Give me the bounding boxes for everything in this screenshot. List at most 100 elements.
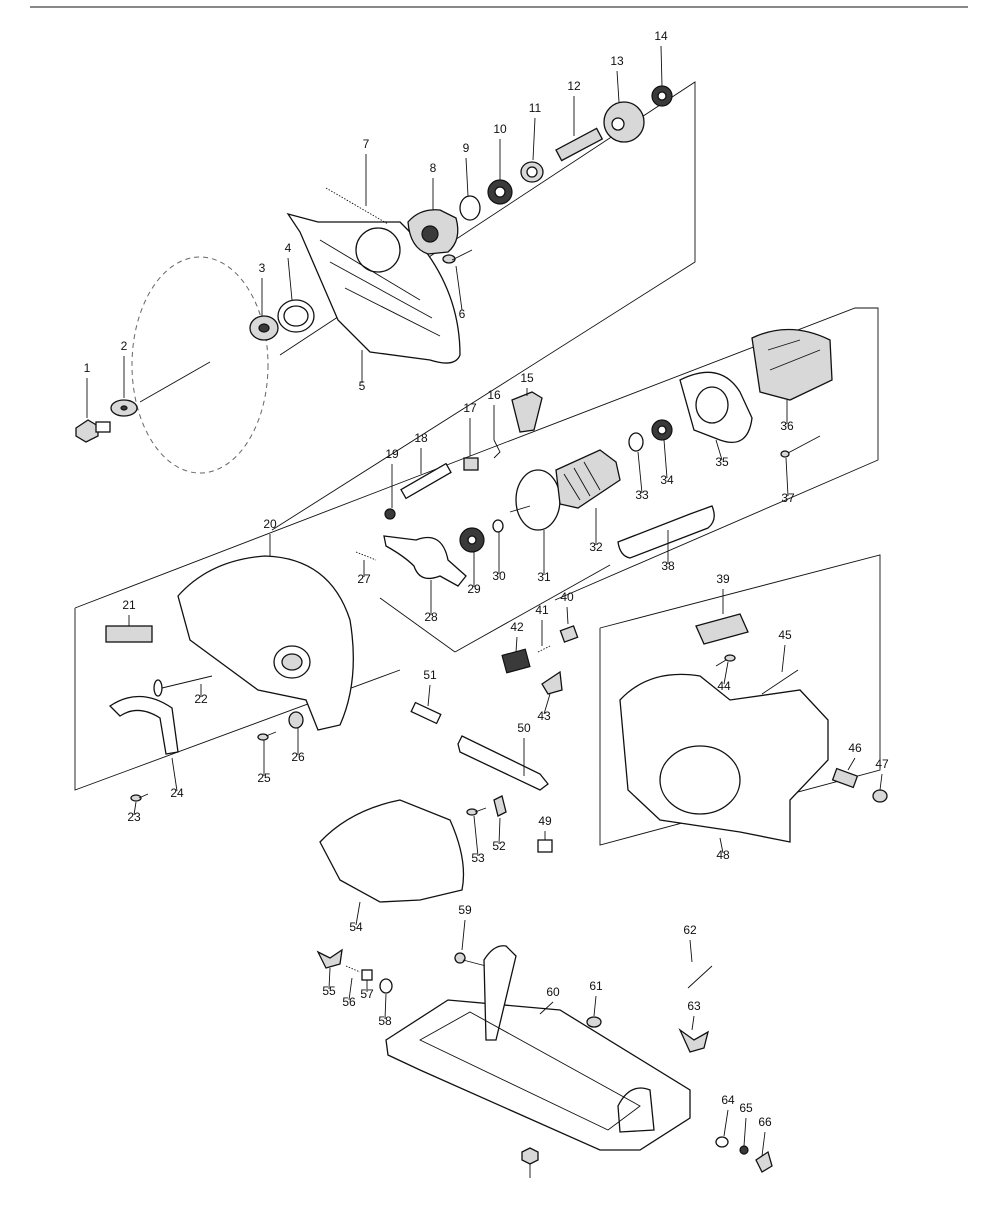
leader-line-64 [723, 1109, 729, 1137]
part-48-motor-housing [619, 673, 829, 843]
part-number-label: 46 [848, 741, 862, 755]
part-number-label: 37 [781, 491, 795, 505]
part-number-label: 59 [458, 903, 472, 917]
part-42-switch [501, 648, 531, 674]
leader-line-60 [539, 1001, 554, 1015]
leader-line-48 [719, 837, 724, 854]
part-44-screw [715, 654, 736, 667]
leader-line-4 [287, 257, 293, 301]
part-34-bearing [651, 419, 673, 441]
leader-line-46 [847, 757, 856, 771]
part-number-label: 22 [194, 692, 208, 706]
part-26-collar [288, 711, 304, 729]
leader-line-14 [660, 45, 663, 87]
part-number-label: 9 [463, 141, 470, 155]
part-25-screw [257, 731, 277, 741]
part-number-label: 2 [121, 339, 128, 353]
part-number-label: 5 [359, 379, 366, 393]
part-30-washer [492, 519, 504, 533]
part-43-trigger [541, 670, 563, 695]
part-53-screw [466, 807, 487, 816]
part-number-label: 38 [661, 559, 675, 573]
part-33-washer [628, 432, 644, 452]
leader-line-42 [515, 636, 518, 653]
part-number-label: 51 [423, 668, 437, 682]
part-number-label: 36 [780, 419, 794, 433]
leader-line-43 [543, 693, 551, 715]
part-23-screw [130, 793, 149, 802]
part-number-label: 66 [758, 1115, 772, 1129]
part-27-spring [355, 551, 377, 561]
part-49-tag [537, 839, 553, 853]
leader-line-23 [133, 801, 137, 816]
part-61-screw [586, 1016, 602, 1028]
part-number-label: 15 [520, 371, 534, 385]
leader-line-11 [532, 117, 536, 161]
leader-line-65 [743, 1117, 747, 1147]
saw-blade-outline [131, 256, 269, 474]
part-number-label: 55 [322, 984, 336, 998]
part-number-label: 12 [567, 79, 581, 93]
part-22-bolt [153, 675, 213, 697]
part-number-label: 65 [739, 1101, 753, 1115]
part-3-flange [249, 315, 279, 341]
part-number-label: 24 [170, 786, 184, 800]
part-number-label: 1 [84, 361, 91, 375]
leader-line-44 [723, 661, 729, 685]
part-number-label: 14 [654, 29, 668, 43]
part-46-brush-holder [831, 767, 859, 789]
leader-line-58 [384, 993, 387, 1020]
part-31-fan [509, 469, 561, 531]
part-number-label: 53 [471, 851, 485, 865]
leader-line-40 [566, 606, 569, 625]
part-8-bearing-box [407, 209, 459, 255]
part-number-label: 49 [538, 814, 552, 828]
leader-line-51 [427, 684, 431, 707]
leader-line-45 [781, 644, 786, 673]
leader-line-62 [689, 939, 693, 963]
part-38-grip [617, 505, 715, 559]
part-28-lock-lever [383, 535, 467, 587]
part-number-label: 33 [635, 488, 649, 502]
callout-leaders [86, 45, 883, 1178]
part-number-label: 35 [715, 455, 729, 469]
part-number-label: 23 [127, 810, 141, 824]
part-number-label: 18 [414, 431, 428, 445]
part-number-label: 45 [778, 628, 792, 642]
part-18-pin [400, 462, 452, 500]
part-10-bearing [487, 179, 513, 205]
part-number-label: 63 [687, 999, 701, 1013]
part-number-label: 13 [610, 54, 624, 68]
part-32-armature [555, 449, 621, 509]
part-number-label: 20 [263, 517, 277, 531]
leader-line-13 [616, 70, 620, 103]
part-19-ring [384, 508, 396, 520]
part-62-bolt [687, 965, 713, 989]
leader-line-37 [785, 457, 789, 497]
part-12-spindle [555, 127, 604, 162]
part-58-washer [379, 978, 393, 994]
part-40-holder [559, 625, 579, 643]
group-boundaries [74, 81, 881, 846]
part-50-handle [457, 735, 549, 791]
leader-line-24 [171, 757, 178, 792]
part-number-label: 50 [517, 721, 531, 735]
part-59-bolt [454, 952, 487, 967]
part-number-label: 31 [537, 570, 551, 584]
leader-line-33 [637, 451, 643, 494]
part-13-gear [603, 101, 645, 143]
part-number-label: 58 [378, 1014, 392, 1028]
part-number-label: 26 [291, 750, 305, 764]
part-number-label: 16 [487, 388, 501, 402]
leader-line-34 [663, 439, 668, 479]
leader-line-47 [879, 773, 883, 791]
part-number-label: 32 [589, 540, 603, 554]
leader-line-6 [455, 265, 463, 311]
part-number-label: 17 [463, 401, 477, 415]
part-number-label: 3 [259, 261, 266, 275]
part-number-label: 8 [430, 161, 437, 175]
part-36-field [751, 328, 833, 401]
part-number-label: 19 [385, 447, 399, 461]
part-number-label: 43 [537, 709, 551, 723]
